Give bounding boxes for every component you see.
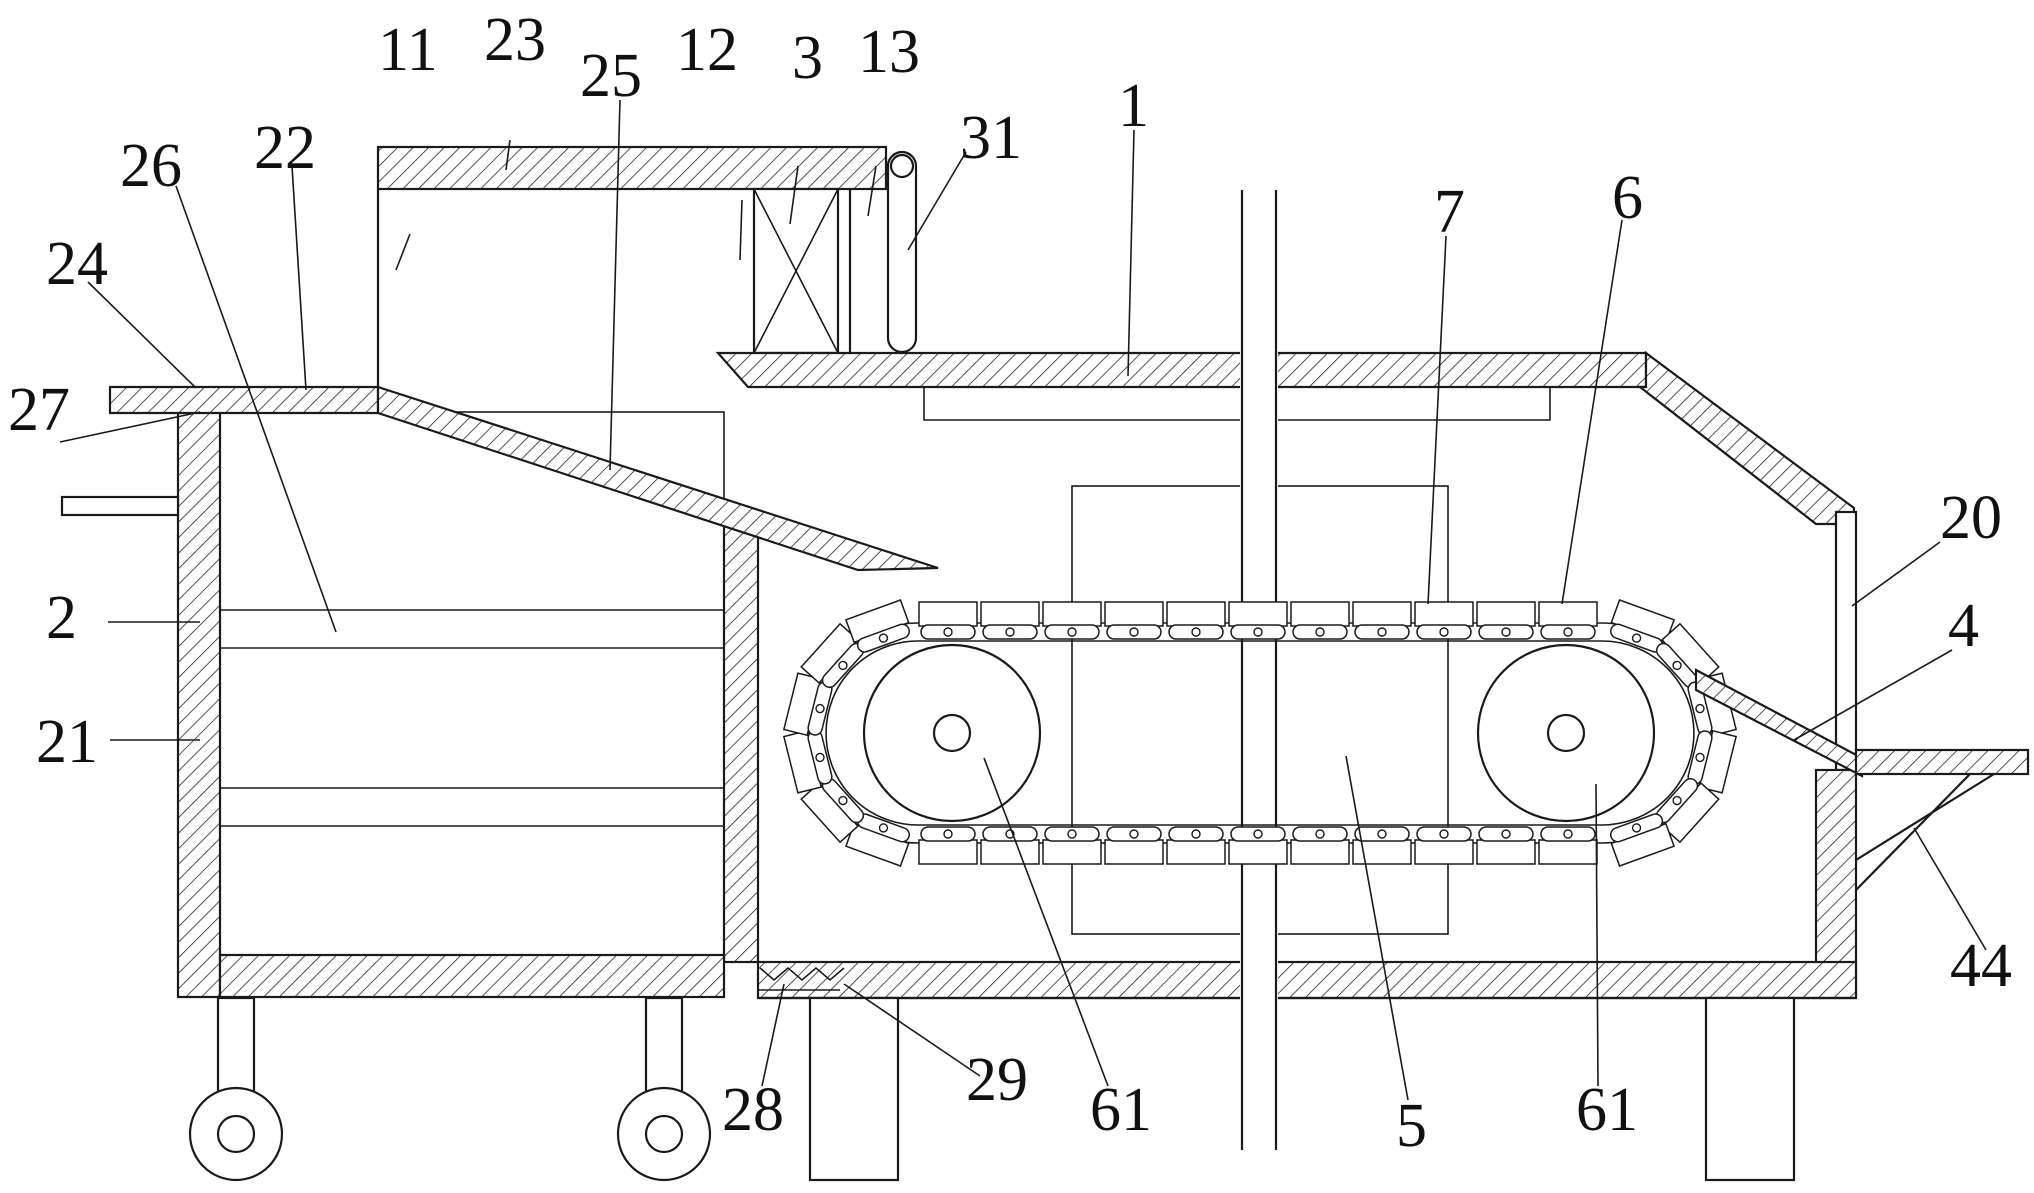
chain-link — [844, 599, 910, 653]
top-housing — [376, 145, 918, 387]
chain-conveyor — [782, 599, 1738, 867]
chain-link — [1476, 826, 1536, 865]
inclined-plate — [376, 385, 939, 572]
chain-link — [1042, 601, 1102, 640]
chain-link — [1104, 601, 1164, 640]
chain-link — [1538, 826, 1598, 865]
chain-link — [782, 672, 833, 737]
chain-link — [1290, 601, 1350, 640]
label-61-right: 61 — [1576, 1076, 1638, 1144]
legs-and-wheels — [188, 996, 1796, 1182]
chain-link — [1228, 601, 1288, 640]
chain-link — [1476, 601, 1536, 640]
chain-link — [1352, 601, 1412, 640]
chain-link — [1687, 729, 1738, 794]
label-7: 7 — [1434, 178, 1465, 246]
chain-link — [1655, 777, 1720, 844]
label-6: 6 — [1612, 164, 1643, 232]
reference-numerals: 1 2 3 4 5 6 7 11 12 13 20 21 22 23 24 25… — [8, 6, 2012, 1160]
label-1: 1 — [1118, 72, 1149, 140]
chain-link — [1104, 826, 1164, 865]
chain-link — [1042, 826, 1102, 865]
chain-link — [1352, 826, 1412, 865]
label-4: 4 — [1948, 592, 1979, 660]
label-44: 44 — [1950, 932, 2012, 1000]
chain-link — [1290, 826, 1350, 865]
label-28: 28 — [722, 1076, 784, 1144]
chain-link — [918, 826, 978, 865]
chain-link — [1610, 599, 1676, 653]
discharge-chute — [1694, 668, 2030, 891]
chain-link — [1414, 601, 1474, 640]
chain-link — [800, 777, 865, 844]
main-housing — [715, 350, 1858, 1000]
chain-link — [1610, 813, 1676, 867]
label-61-left: 61 — [1090, 1076, 1152, 1144]
label-23: 23 — [484, 6, 546, 74]
label-20: 20 — [1940, 484, 2002, 552]
label-13: 13 — [858, 18, 920, 86]
leader-lines — [59, 99, 1987, 1101]
label-21: 21 — [36, 708, 98, 776]
chain-link — [844, 813, 910, 867]
label-11: 11 — [378, 16, 438, 84]
label-26: 26 — [120, 132, 182, 200]
label-5: 5 — [1396, 1092, 1427, 1160]
top-plate — [108, 385, 380, 415]
chain-link — [800, 622, 865, 689]
chain-link — [1414, 826, 1474, 865]
chain-link — [1166, 601, 1226, 640]
label-31: 31 — [960, 104, 1022, 172]
label-29: 29 — [966, 1046, 1028, 1114]
label-3: 3 — [792, 24, 823, 92]
label-22: 22 — [254, 114, 316, 182]
label-2: 2 — [46, 584, 77, 652]
chain-link — [980, 601, 1040, 640]
tank-body — [176, 410, 760, 999]
chain-link — [1166, 826, 1226, 865]
chain-link — [1655, 622, 1720, 689]
label-25: 25 — [580, 42, 642, 110]
outlet-pipe — [60, 495, 180, 517]
chain-link — [980, 826, 1040, 865]
seal — [758, 966, 845, 991]
chain-link — [918, 601, 978, 640]
label-12: 12 — [676, 16, 738, 84]
chain-link — [1228, 826, 1288, 865]
label-24: 24 — [46, 230, 108, 298]
break-lines — [1240, 190, 1278, 1160]
label-27: 27 — [8, 376, 70, 444]
chain-link — [1538, 601, 1598, 640]
